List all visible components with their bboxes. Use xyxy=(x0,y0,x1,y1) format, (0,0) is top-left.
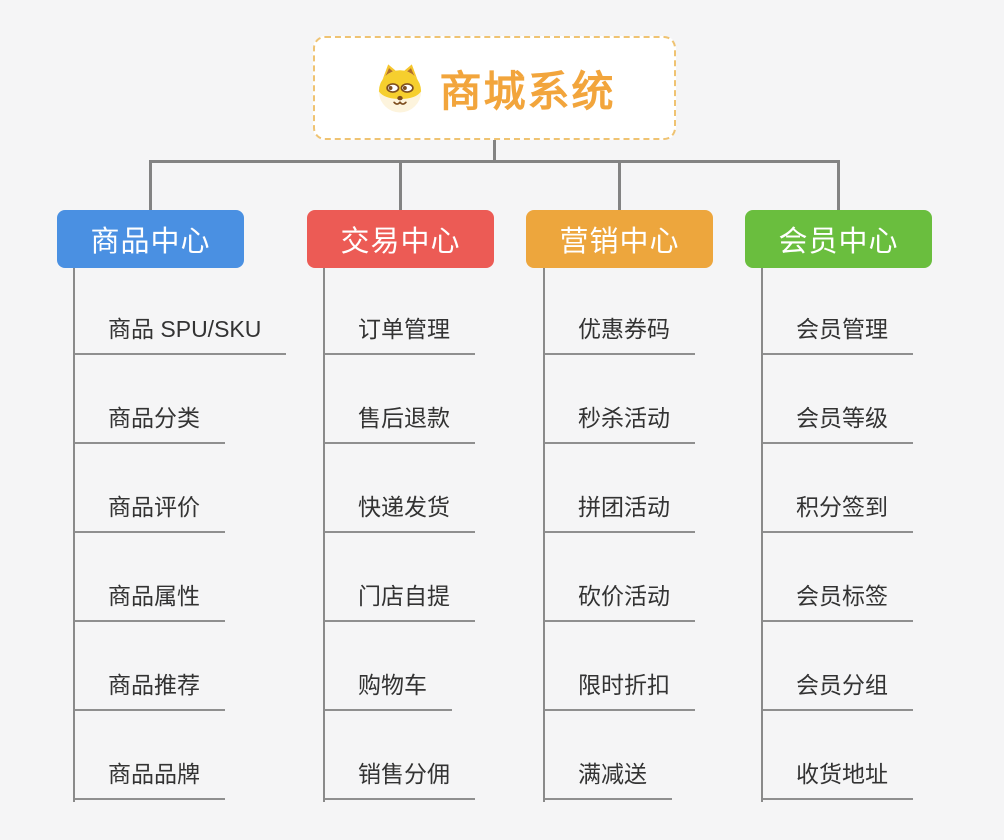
leaf-node[interactable]: 销售分佣 xyxy=(325,759,475,800)
branch-children-member: 会员管理 会员等级 积分签到 会员标签 会员分组 收货地址 xyxy=(761,268,1004,802)
connector-horizontal-bar xyxy=(149,160,840,163)
leaf-node[interactable]: 满减送 xyxy=(545,759,672,800)
branch-node-marketing-center[interactable]: 营销中心 xyxy=(526,210,713,268)
leaf-node[interactable]: 商品属性 xyxy=(75,581,225,622)
leaf-node[interactable]: 会员标签 xyxy=(763,581,913,622)
connector-root-stub xyxy=(493,139,496,162)
shiba-dog-icon xyxy=(373,61,427,115)
leaf-node[interactable]: 商品品牌 xyxy=(75,759,225,800)
leaf-node[interactable]: 会员管理 xyxy=(763,314,913,355)
leaf-node[interactable]: 商品推荐 xyxy=(75,670,225,711)
leaf-node[interactable]: 会员分组 xyxy=(763,670,913,711)
leaf-node[interactable]: 商品评价 xyxy=(75,492,225,533)
connector-drop-product xyxy=(149,160,152,212)
root-node[interactable]: 商城系统 xyxy=(313,36,676,140)
branch-label: 营销中心 xyxy=(559,226,680,258)
connector-drop-trade xyxy=(399,160,402,212)
branch-node-product-center[interactable]: 商品中心 xyxy=(57,210,244,268)
branch-label: 会员中心 xyxy=(778,226,899,258)
branch-node-trade-center[interactable]: 交易中心 xyxy=(307,210,494,268)
leaf-node[interactable]: 积分签到 xyxy=(763,492,913,533)
leaf-node[interactable]: 砍价活动 xyxy=(545,581,695,622)
leaf-node[interactable]: 订单管理 xyxy=(325,314,475,355)
leaf-node[interactable]: 限时折扣 xyxy=(545,670,695,711)
leaf-node[interactable]: 优惠券码 xyxy=(545,314,695,355)
leaf-node[interactable]: 秒杀活动 xyxy=(545,403,695,444)
root-title: 商城系统 xyxy=(439,67,616,115)
branch-label: 交易中心 xyxy=(340,226,461,258)
connector-drop-marketing xyxy=(618,160,621,212)
leaf-node[interactable]: 收货地址 xyxy=(763,759,913,800)
branch-children-product: 商品 SPU/SKU 商品分类 商品评价 商品属性 商品推荐 商品品牌 xyxy=(73,268,325,802)
leaf-node[interactable]: 售后退款 xyxy=(325,403,475,444)
leaf-node[interactable]: 快递发货 xyxy=(325,492,475,533)
leaf-node[interactable]: 购物车 xyxy=(325,670,452,711)
branch-label: 商品中心 xyxy=(90,226,211,258)
branch-children-trade: 订单管理 售后退款 快递发货 门店自提 购物车 销售分佣 xyxy=(323,268,575,802)
branch-node-member-center[interactable]: 会员中心 xyxy=(745,210,932,268)
leaf-node[interactable]: 门店自提 xyxy=(325,581,475,622)
leaf-node[interactable]: 商品 SPU/SKU xyxy=(75,314,287,355)
branch-children-marketing: 优惠券码 秒杀活动 拼团活动 砍价活动 限时折扣 满减送 xyxy=(543,268,795,802)
leaf-node[interactable]: 拼团活动 xyxy=(545,492,695,533)
connector-drop-member xyxy=(837,160,840,212)
leaf-node[interactable]: 会员等级 xyxy=(763,403,913,444)
leaf-node[interactable]: 商品分类 xyxy=(75,403,225,444)
